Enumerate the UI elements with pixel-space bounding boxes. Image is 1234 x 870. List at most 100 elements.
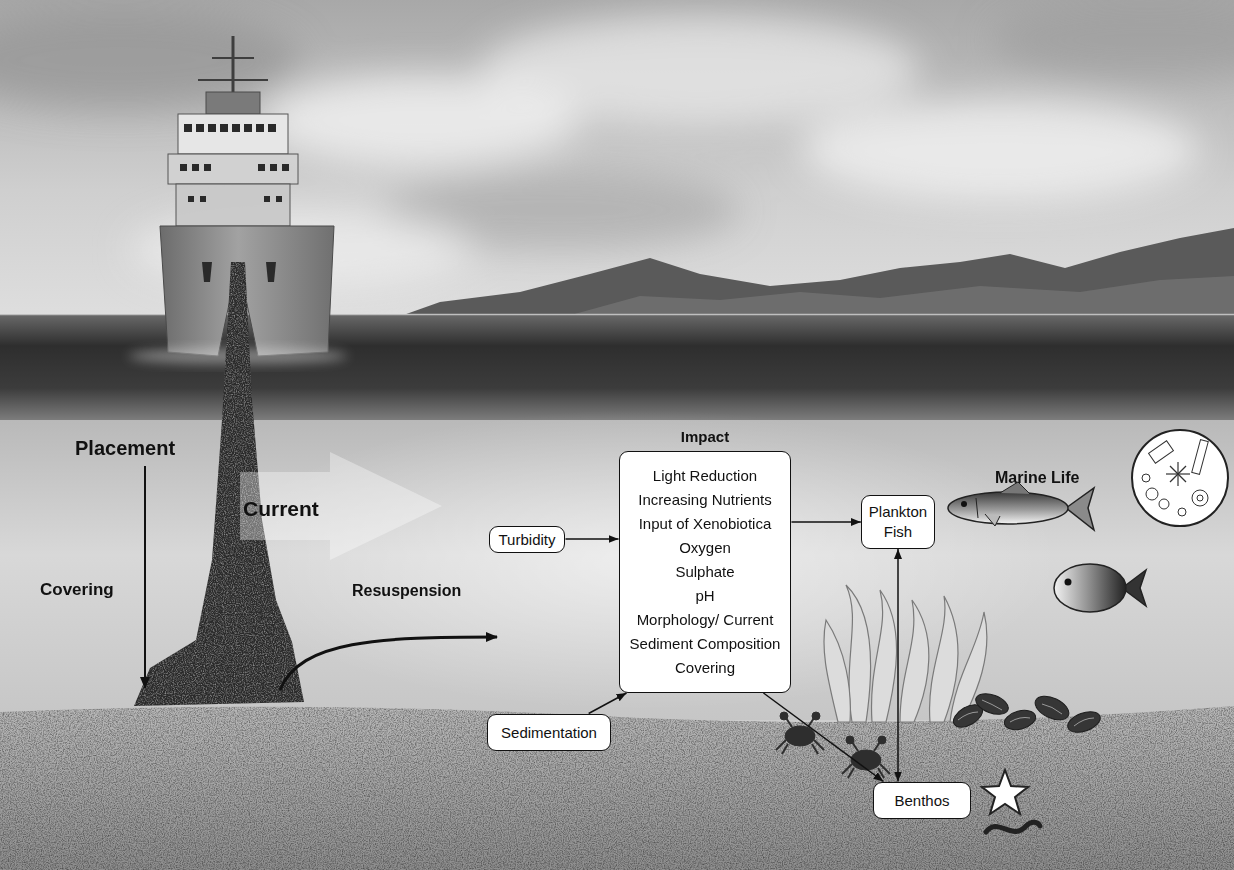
list-item: Sulphate (630, 560, 781, 584)
group-label: Marine Life (995, 468, 1079, 487)
ship-windows (282, 164, 289, 171)
ship-windows (204, 164, 211, 171)
connector-arrow (791, 521, 860, 523)
clouds (800, 100, 1200, 200)
connector-arrow (763, 693, 883, 782)
ship (176, 184, 290, 226)
process-label: Resuspension (352, 581, 461, 600)
process-label: Covering (40, 580, 114, 600)
starfish (982, 770, 1028, 814)
ship-windows (258, 164, 265, 171)
ship (180, 164, 289, 202)
ship-windows (188, 196, 194, 202)
ship-windows (270, 164, 277, 171)
mussels (958, 700, 1094, 726)
list-item: Increasing Nutrients (630, 488, 781, 512)
ship-windows (208, 124, 216, 132)
ship-windows (180, 164, 187, 171)
ship (180, 164, 187, 171)
seabed (0, 706, 1234, 870)
mussels (950, 690, 1103, 737)
plankton-magnifier (1197, 495, 1203, 501)
mussels (982, 700, 1002, 710)
mussels (1010, 718, 1030, 723)
fish (976, 498, 978, 518)
plankton-magnifier (1149, 441, 1174, 463)
crab (848, 768, 854, 778)
connector-arrow (897, 549, 899, 782)
plankton-magnifier (1170, 466, 1186, 482)
list-item: Covering (630, 656, 781, 680)
list-item: Sediment Composition (630, 632, 781, 656)
ship-windows (232, 124, 240, 132)
ship (212, 57, 254, 59)
ship-windows (196, 124, 204, 132)
ship-windows (200, 196, 206, 202)
ship (258, 164, 265, 171)
seabed (0, 706, 1234, 870)
plankton-magnifier (1146, 488, 1158, 500)
ship (198, 79, 268, 81)
mussels (1002, 707, 1038, 733)
ship (270, 164, 277, 171)
crab (785, 726, 815, 746)
crab (780, 712, 788, 720)
ship (276, 196, 282, 202)
mussels (958, 712, 978, 720)
ship (266, 262, 276, 282)
fish (1066, 488, 1094, 530)
box-label: Turbidity (499, 530, 556, 549)
clouds (990, 0, 1234, 80)
mussels (973, 690, 1011, 719)
ship (200, 196, 206, 202)
plankton-magnifier (1132, 430, 1228, 526)
fish (948, 482, 1094, 530)
plankton-magnifier (1142, 474, 1208, 516)
ship-windows (256, 124, 264, 132)
seaweed (824, 620, 850, 722)
ship-windows (184, 124, 192, 132)
ship-windows (192, 164, 199, 171)
mussels (1074, 718, 1094, 726)
list-item: pH (630, 584, 781, 608)
plankton-magnifier (1192, 440, 1209, 475)
ship-windows (244, 124, 252, 132)
benthos-box: Benthos (873, 782, 970, 819)
ship-windows (264, 196, 270, 202)
plankton-magnifier (1159, 499, 1169, 509)
plankton-fish-box: Plankton Fish (861, 495, 935, 549)
connector-arrow (589, 693, 627, 714)
mountains (395, 228, 1234, 318)
mountains (395, 228, 1234, 318)
box-label: Sedimentation (501, 723, 597, 742)
mussels (1065, 708, 1103, 737)
fish (985, 514, 1000, 526)
ship (168, 154, 298, 184)
process-label: Placement (75, 436, 175, 460)
ship (282, 164, 289, 171)
ship (202, 262, 212, 282)
list-item: Input of Xenobiotica (630, 512, 781, 536)
crab (846, 736, 854, 744)
fish (961, 501, 967, 507)
list-item: Light Reduction (630, 464, 781, 488)
clouds (480, 15, 920, 125)
mussels (1031, 691, 1072, 724)
worm (986, 822, 1040, 832)
impact-box: ImpactLight ReductionIncreasing Nutrient… (619, 451, 792, 693)
plankton-magnifier (1170, 466, 1186, 482)
process-label: Current (243, 496, 319, 521)
connector-arrow (565, 538, 618, 540)
water-column (220, 410, 1060, 710)
plankton-magnifier (1166, 462, 1190, 486)
sedimentation-box: Sedimentation (487, 714, 611, 751)
box-label: Plankton Fish (869, 502, 927, 542)
mountains (560, 276, 1234, 318)
crab (812, 744, 818, 754)
box-heading: Impact (620, 428, 791, 446)
box-label: Benthos (894, 791, 949, 810)
plankton-magnifier (1142, 474, 1150, 482)
